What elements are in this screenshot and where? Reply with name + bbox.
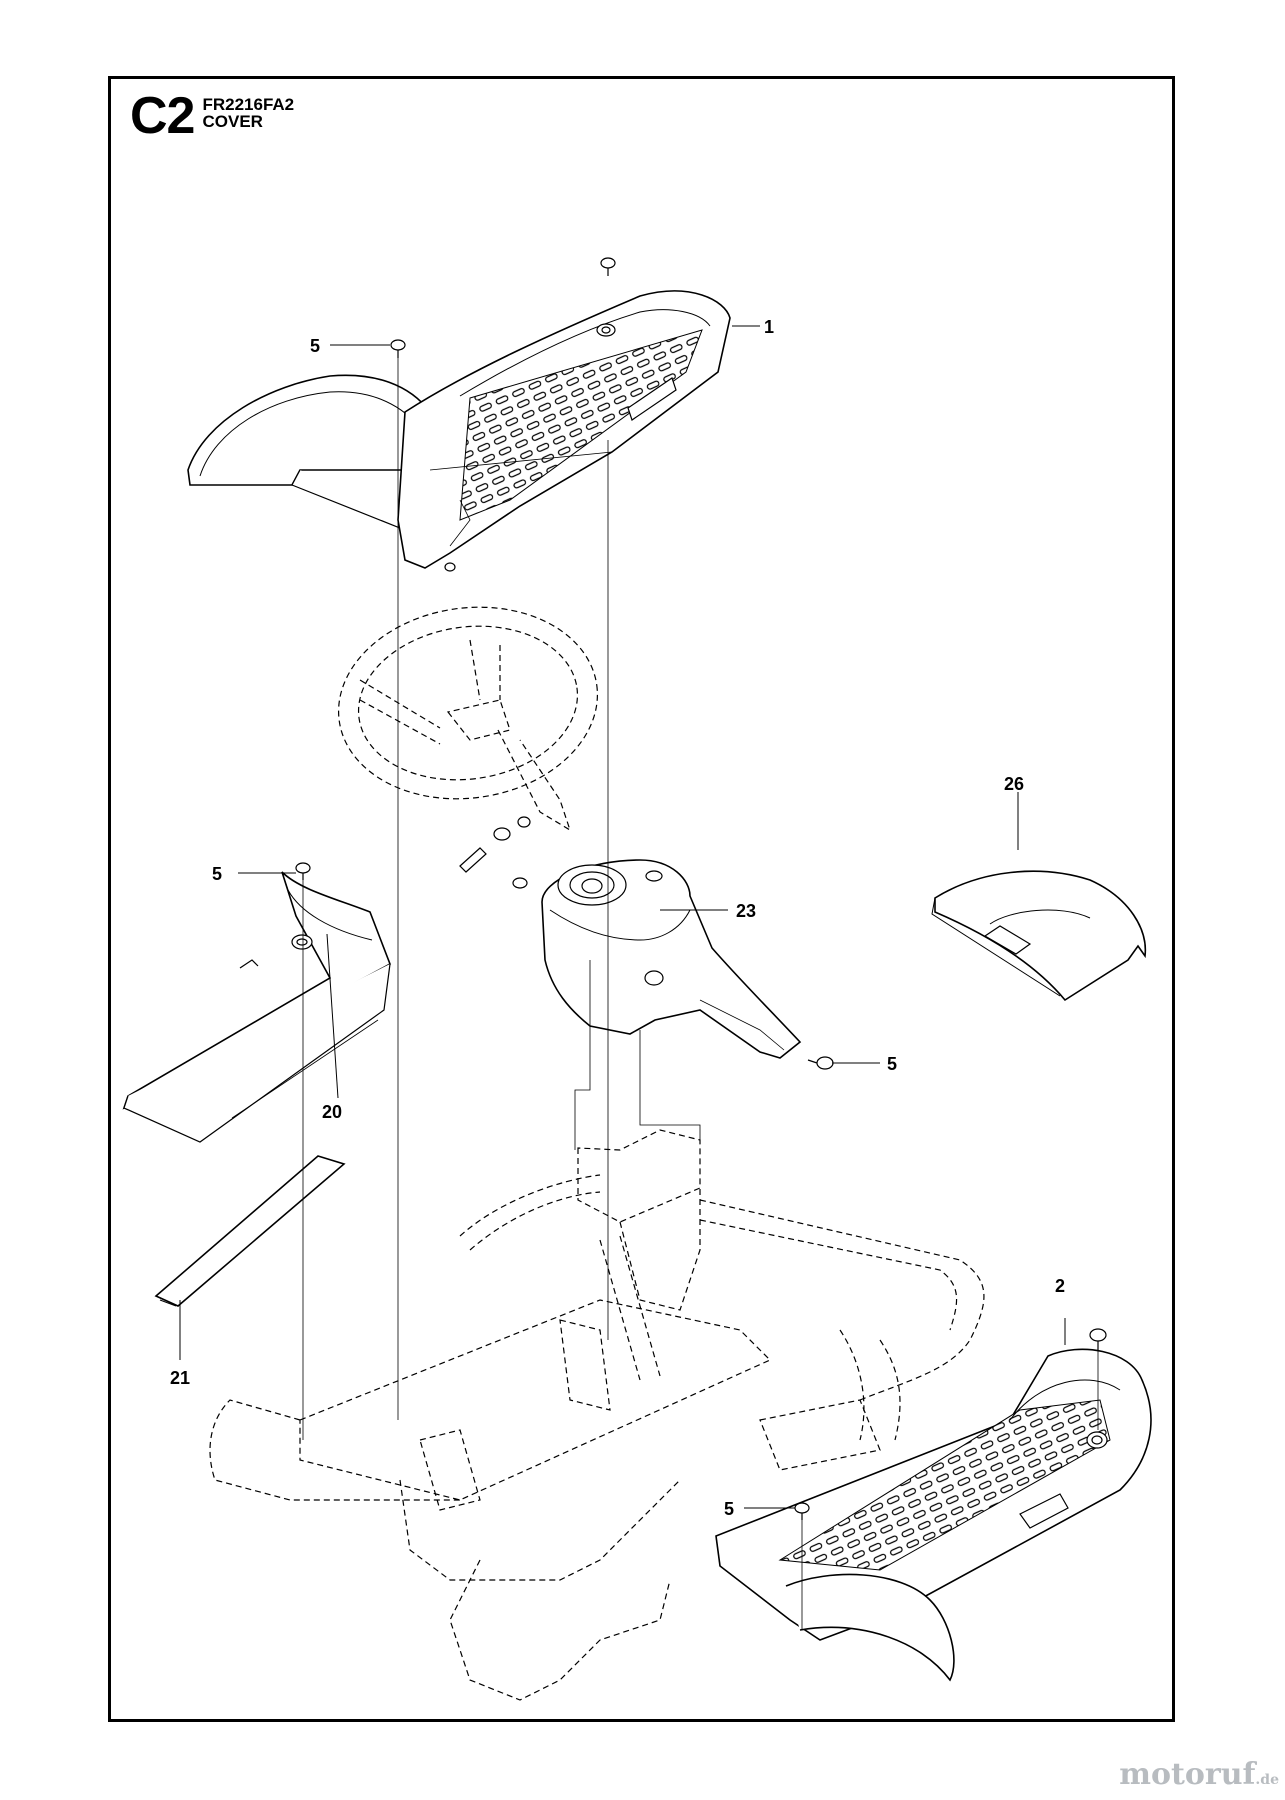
part-26-cap: [931, 870, 1147, 1002]
section-code: C2: [130, 87, 195, 145]
callout-26: 26: [1004, 774, 1024, 794]
diagram-header: C2 FR2216FA2 COVER: [130, 87, 294, 145]
column-hardware: [459, 816, 531, 889]
screw-column-right: [807, 1056, 834, 1070]
callout-5-column: 5: [887, 1054, 897, 1074]
model-number: FR2216FA2: [202, 95, 295, 114]
watermark-brand: motoruf: [1119, 1757, 1256, 1792]
diagram-frame: [108, 76, 1175, 1722]
part-2-lower-cover: [715, 1348, 1152, 1682]
chassis-frame-outline: [209, 1129, 985, 1701]
callout-5-panel: 5: [212, 864, 222, 884]
part-20-side-panel: [122, 871, 391, 1143]
assembly-guide-lines: [302, 358, 1099, 1630]
callout-5-lower: 5: [724, 1499, 734, 1519]
watermark-logo: motoruf.de: [1119, 1757, 1279, 1792]
callout-20: 20: [322, 1102, 342, 1122]
diagram-title: COVER: [202, 112, 263, 131]
part-1-upper-cover: [187, 290, 731, 572]
screw-top-left: [390, 339, 406, 358]
part-23-column-cover: [541, 859, 802, 1059]
screw-top-center: [600, 257, 616, 276]
callout-1: 1: [764, 317, 774, 337]
callout-2: 2: [1055, 1276, 1065, 1296]
callout-23: 23: [736, 901, 756, 921]
model-block: FR2216FA2 COVER: [202, 96, 294, 130]
callout-21: 21: [170, 1368, 190, 1388]
leader-lines: [179, 325, 1066, 1509]
screw-lower-right: [1089, 1328, 1107, 1350]
callout-5-top: 5: [310, 336, 320, 356]
steering-wheel-outline: [337, 606, 599, 832]
part-21-strip: [154, 1155, 346, 1307]
watermark-tld: .de: [1255, 1772, 1279, 1788]
screw-panel-left: [295, 862, 311, 880]
